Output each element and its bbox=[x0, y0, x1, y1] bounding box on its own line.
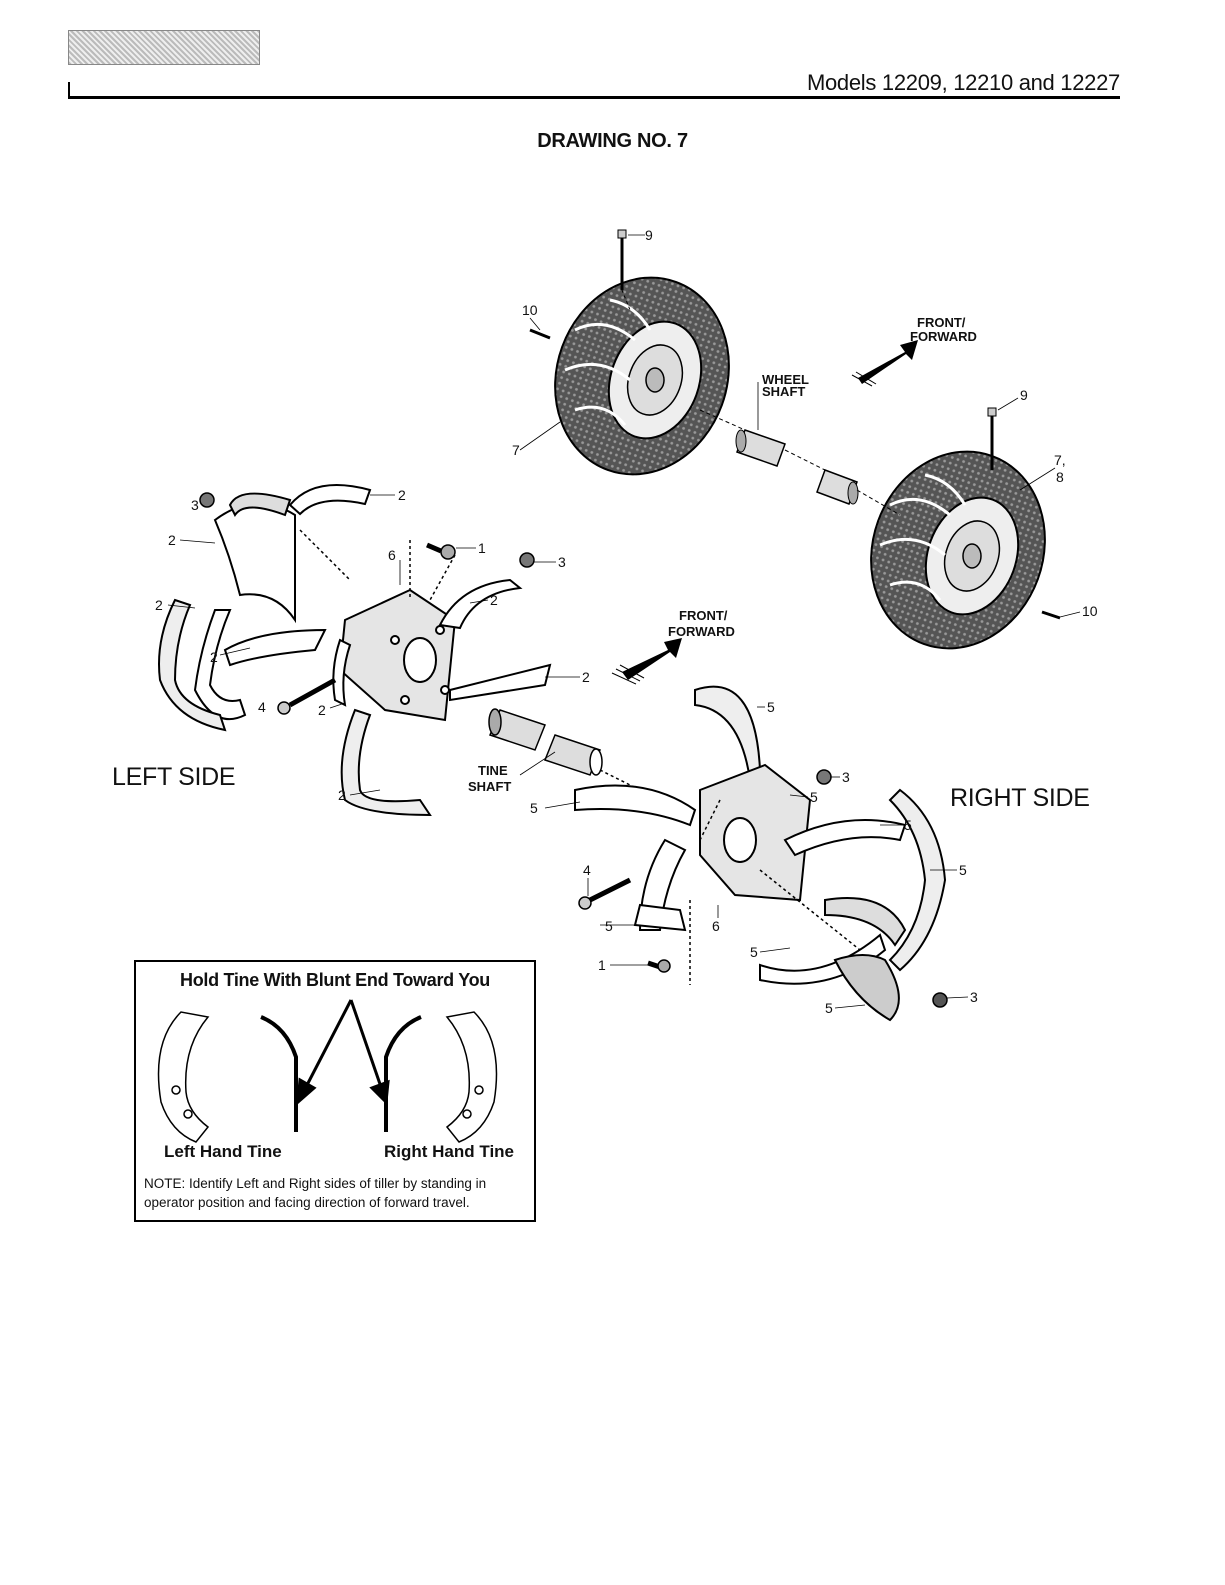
front-forward-lower-2: FORWARD bbox=[668, 624, 735, 639]
label-7-upper: 7 bbox=[512, 442, 520, 458]
pointer-arrows-icon bbox=[296, 999, 390, 1106]
front-forward-upper-2: FORWARD bbox=[910, 329, 977, 344]
wheel-shaft bbox=[699, 409, 901, 516]
label-5-a: 5 bbox=[767, 699, 775, 715]
right-side-label: RIGHT SIDE bbox=[950, 784, 1090, 812]
left-hardware bbox=[199, 492, 535, 715]
label-5-g: 5 bbox=[750, 944, 758, 960]
tine-orientation-box: Hold Tine With Blunt End Toward You Left… bbox=[134, 960, 536, 1222]
tine-shaft-label-2: SHAFT bbox=[468, 779, 511, 794]
label-5-f: 5 bbox=[605, 918, 613, 934]
label-3-b: 3 bbox=[558, 554, 566, 570]
front-forward-upper-1: FRONT/ bbox=[917, 315, 966, 330]
clip-10-lower bbox=[1041, 610, 1061, 620]
label-4-left: 4 bbox=[258, 699, 266, 715]
header-rule bbox=[68, 96, 1120, 99]
header-hatch-block bbox=[68, 30, 260, 65]
label-8: 8 bbox=[1056, 469, 1064, 485]
part-number-labels: 9 10 7 9 7, 8 10 2 3 2 2 6 1 3 2 2 2 4 2… bbox=[155, 227, 1098, 1016]
tine-note: NOTE: Identify Left and Right sides of t… bbox=[144, 1176, 487, 1210]
label-5-b: 5 bbox=[810, 789, 818, 805]
forward-arrow-lower bbox=[611, 638, 682, 685]
label-2-h: 2 bbox=[338, 787, 346, 803]
label-5-d: 5 bbox=[904, 817, 912, 833]
forward-arrow-upper bbox=[851, 340, 918, 387]
label-5-c: 5 bbox=[530, 800, 538, 816]
label-78: 7, bbox=[1054, 452, 1066, 468]
right-hand-tine-label: Right Hand Tine bbox=[383, 1142, 514, 1161]
label-9-upper: 9 bbox=[645, 227, 653, 243]
label-9-lower: 9 bbox=[1020, 387, 1028, 403]
pin-9-upper bbox=[617, 229, 631, 311]
header-rule-tick bbox=[68, 82, 70, 98]
label-3-a: 3 bbox=[191, 497, 199, 513]
label-4-right: 4 bbox=[583, 862, 591, 878]
left-tine-assembly bbox=[158, 484, 552, 817]
wheel-lower bbox=[870, 450, 1046, 650]
label-2-d: 2 bbox=[490, 592, 498, 608]
front-forward-lower-1: FRONT/ bbox=[679, 608, 728, 623]
tine-box-title: Hold Tine With Blunt End Toward You bbox=[180, 970, 490, 990]
label-2-g: 2 bbox=[318, 702, 326, 718]
label-3-c: 3 bbox=[842, 769, 850, 785]
label-5-h: 5 bbox=[825, 1000, 833, 1016]
clip-10-upper bbox=[529, 328, 551, 340]
label-2-e: 2 bbox=[582, 669, 590, 685]
label-6-left: 6 bbox=[388, 547, 396, 563]
wheel-shaft-label-2: SHAFT bbox=[762, 384, 805, 399]
right-tine-blade-icon bbox=[445, 1011, 498, 1143]
tine-orientation-diagram bbox=[157, 999, 498, 1143]
pin-9-lower bbox=[987, 407, 997, 470]
left-tine-blade-icon bbox=[157, 1011, 210, 1143]
tine-shaft-label-1: TINE bbox=[478, 763, 508, 778]
label-2-f: 2 bbox=[210, 649, 218, 665]
drawing-title: DRAWING NO. 7 bbox=[537, 130, 688, 152]
label-3-d: 3 bbox=[970, 989, 978, 1005]
label-1-left: 1 bbox=[478, 540, 486, 556]
leader-lines bbox=[167, 234, 1081, 1009]
wheel-upper bbox=[554, 276, 730, 476]
label-10-upper: 10 bbox=[522, 302, 538, 318]
right-hardware bbox=[578, 769, 948, 1008]
left-hand-tine-label: Left Hand Tine bbox=[164, 1142, 282, 1161]
label-1-right: 1 bbox=[598, 957, 606, 973]
label-10-lower: 10 bbox=[1082, 603, 1098, 619]
tine-shaft bbox=[488, 708, 641, 791]
right-tine-assembly bbox=[574, 685, 947, 1022]
label-2-c: 2 bbox=[155, 597, 163, 613]
label-2-a: 2 bbox=[398, 487, 406, 503]
wheel-shaft-label-1: WHEEL bbox=[762, 372, 809, 387]
label-5-e: 5 bbox=[959, 862, 967, 878]
label-6-right: 6 bbox=[712, 918, 720, 934]
left-side-label: LEFT SIDE bbox=[112, 763, 236, 791]
label-2-b: 2 bbox=[168, 532, 176, 548]
models-title: Models 12209, 12210 and 12227 bbox=[806, 70, 1120, 95]
